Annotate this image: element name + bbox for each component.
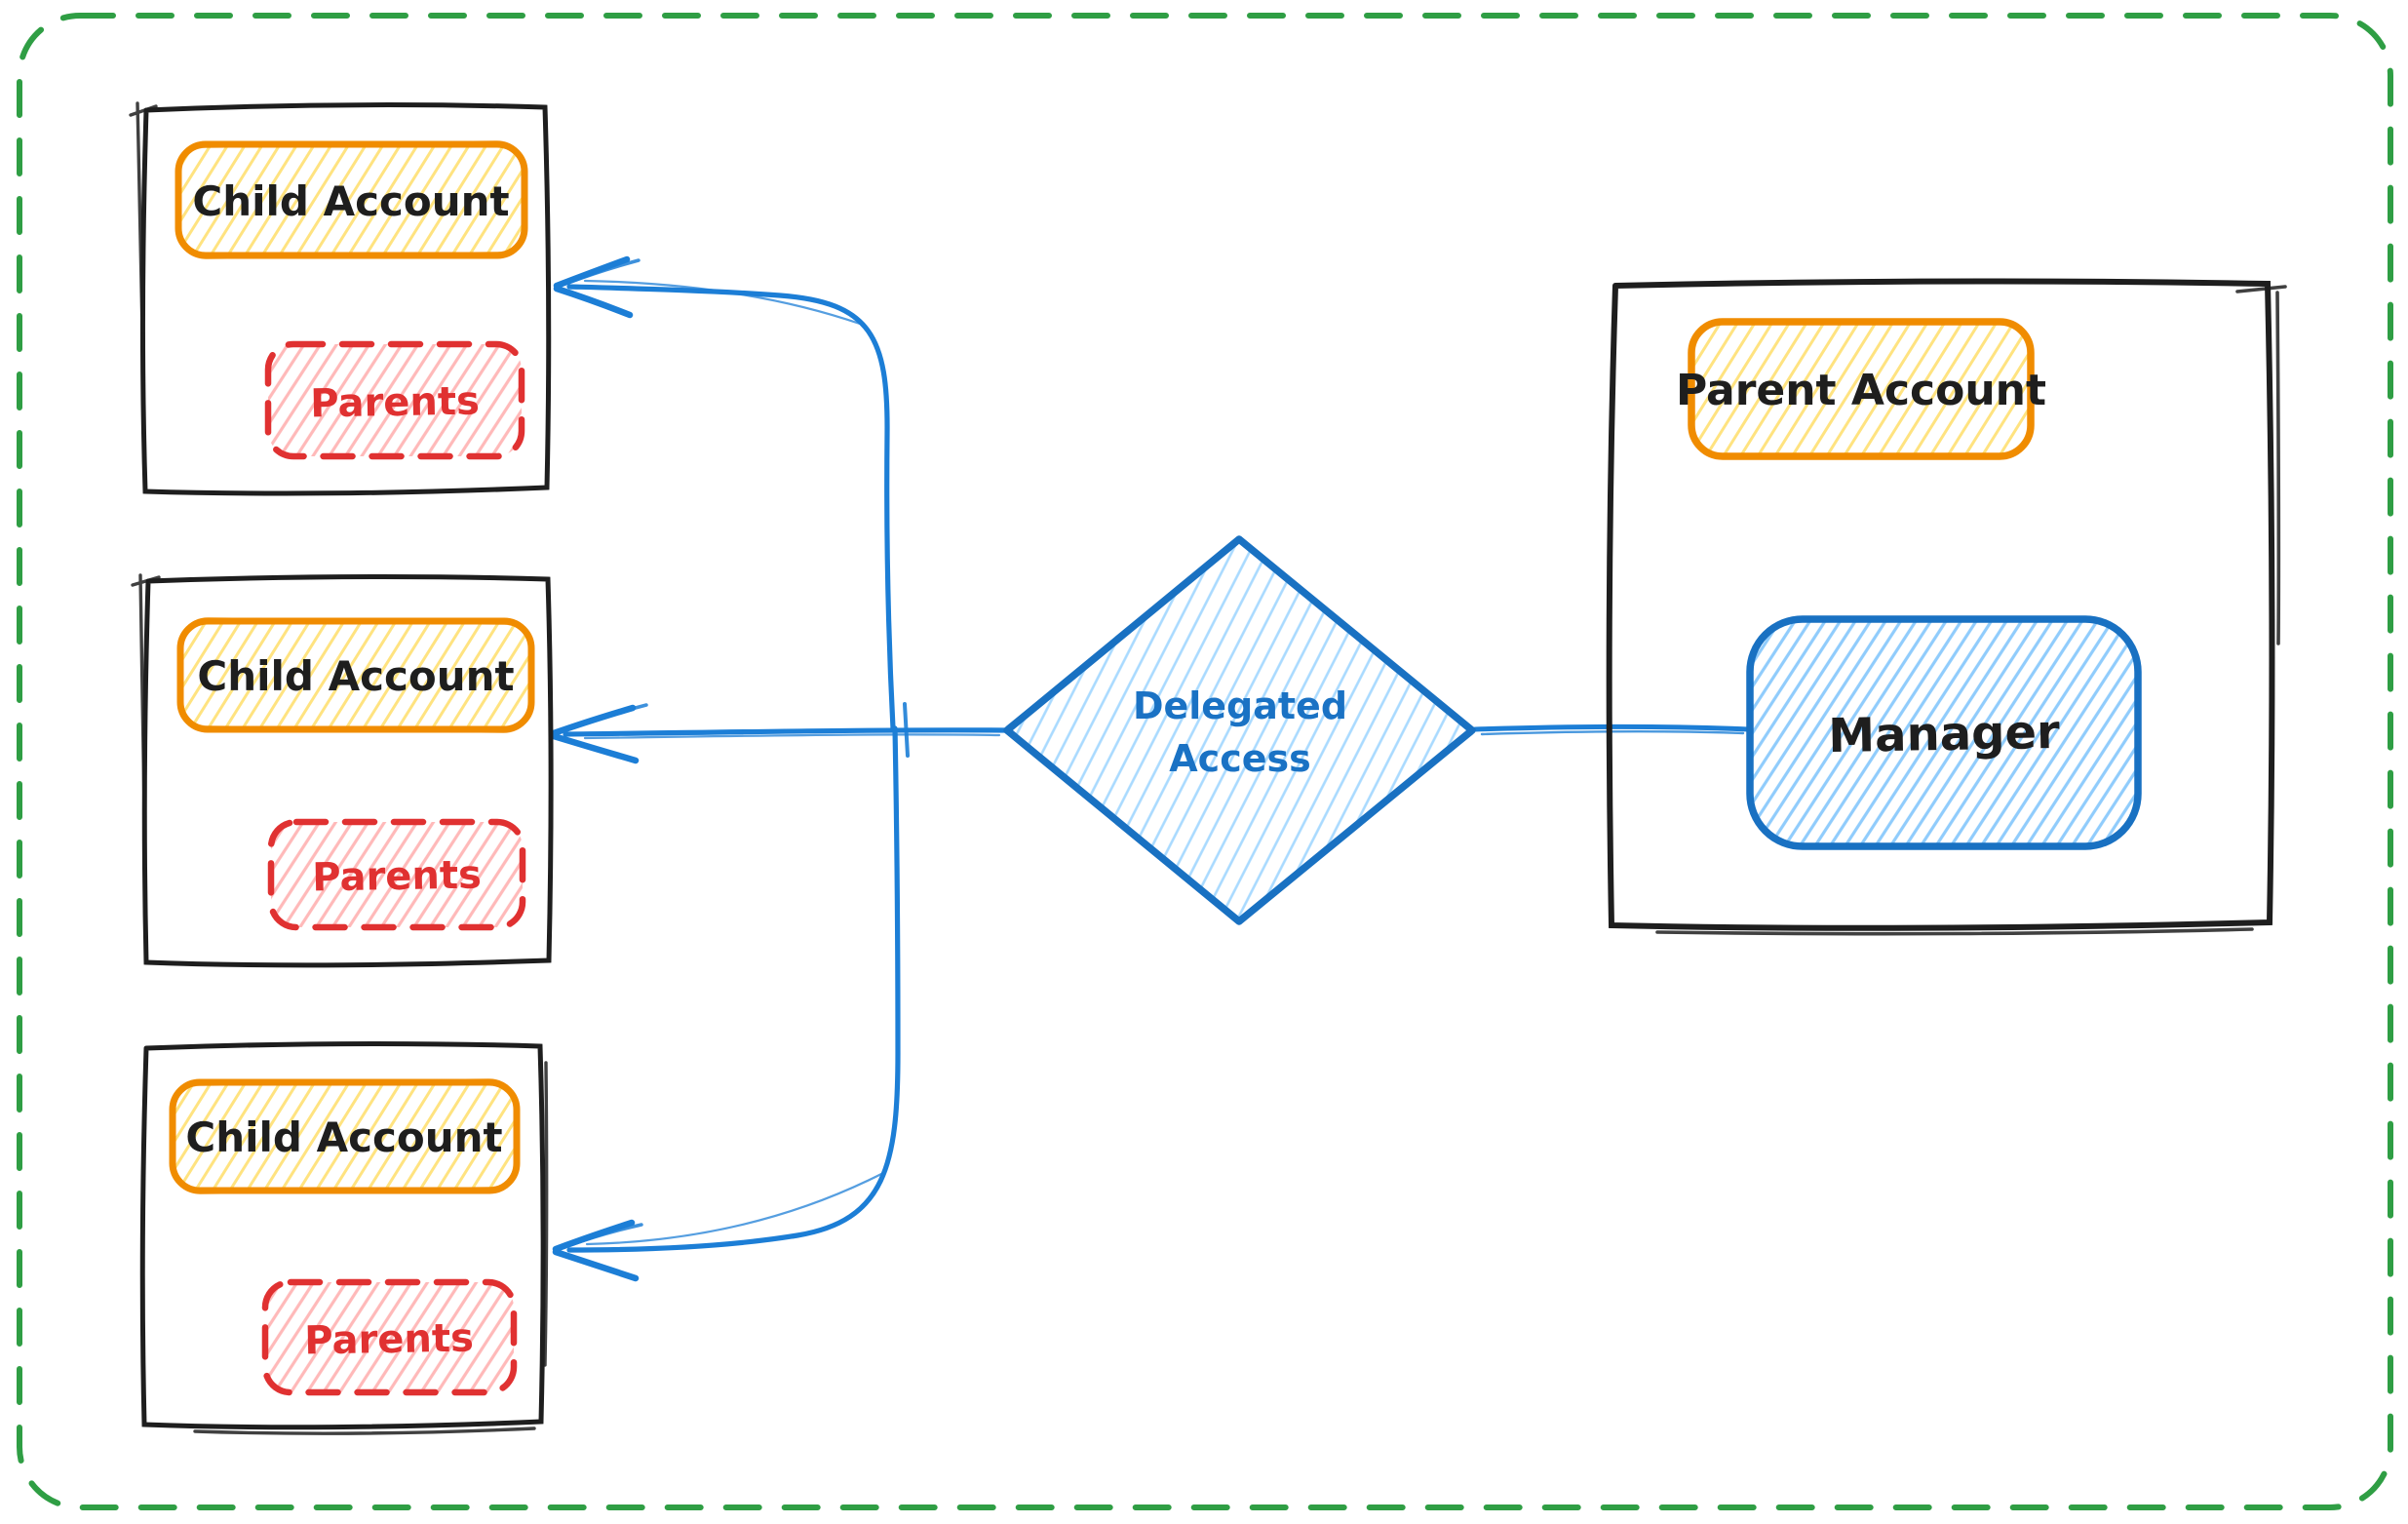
pill-shape-sketch bbox=[171, 1078, 519, 1194]
child-account-pill-2: Child Account bbox=[176, 617, 535, 733]
box-outline-sketch bbox=[193, 1061, 549, 1435]
arrow-delegated-to-child-3 bbox=[552, 725, 901, 1282]
parents-pill-1: Parents bbox=[264, 340, 525, 460]
parents-label: Parents bbox=[304, 1315, 474, 1363]
box-outline bbox=[139, 102, 552, 496]
arrow-line-sketch bbox=[585, 1170, 887, 1246]
parent-account-label: Parent Account bbox=[1676, 366, 2046, 415]
child-account-box-3: Child Account Parents bbox=[139, 1041, 549, 1435]
box-outline bbox=[141, 574, 554, 968]
pill-shape-sketch bbox=[176, 140, 526, 259]
manager-node: Manager bbox=[1746, 615, 2142, 850]
box-outline-sketch bbox=[131, 573, 161, 811]
box-outline bbox=[139, 1041, 546, 1430]
pill-shape bbox=[264, 340, 525, 460]
arrow-line-sketch bbox=[583, 279, 862, 326]
child-account-label: Child Account bbox=[192, 177, 509, 225]
delegated-access-diamond: Delegated Access bbox=[1003, 535, 1476, 925]
manager-shape-sketch bbox=[1747, 615, 2141, 850]
connector-line bbox=[1472, 723, 1751, 732]
parents-pill-2: Parents bbox=[267, 818, 526, 931]
arrowhead-sketch bbox=[566, 258, 641, 285]
pill-shape bbox=[261, 1278, 518, 1396]
arrow-delegated-to-child-2 bbox=[550, 703, 1010, 764]
child-account-pill-1: Child Account bbox=[175, 140, 528, 259]
arrowhead-icon bbox=[552, 1248, 640, 1282]
arrowhead-sketch bbox=[563, 703, 648, 731]
parent-account-pill: Parent Account bbox=[1676, 318, 2046, 460]
arrow-line bbox=[566, 725, 901, 1253]
child-account-box-1: Child Account Parents bbox=[129, 101, 552, 496]
box-outline-sketch bbox=[129, 101, 158, 333]
diamond-shape bbox=[1003, 535, 1476, 925]
arrow-line bbox=[563, 727, 1010, 737]
junction-tick bbox=[903, 702, 910, 758]
pill-shape-sketch bbox=[178, 617, 533, 733]
child-account-box-2: Child Account Parents bbox=[131, 573, 554, 968]
parent-account-box: Parent Account Manager bbox=[1606, 278, 2287, 936]
box-outline-sketch bbox=[1655, 285, 2287, 936]
arrowhead-icon bbox=[553, 285, 634, 319]
decision-label-line1: Delegated bbox=[1133, 684, 1347, 727]
parents-label: Parents bbox=[310, 378, 480, 426]
child-account-pill-3: Child Account bbox=[169, 1078, 521, 1194]
decision-label-line2: Access bbox=[1169, 737, 1310, 780]
arrow-line-sketch bbox=[583, 733, 1001, 740]
connectors bbox=[550, 255, 1751, 1282]
arrowhead-icon bbox=[553, 255, 631, 290]
parents-label: Parents bbox=[312, 852, 482, 900]
child-account-label: Child Account bbox=[185, 1114, 502, 1161]
connector-line-sketch bbox=[1480, 729, 1745, 736]
connector-manager-to-delegated bbox=[1472, 723, 1751, 736]
child-account-label: Child Account bbox=[197, 652, 514, 700]
box-outline bbox=[1606, 278, 2275, 931]
arrow-delegated-to-child-1 bbox=[553, 255, 896, 731]
arrowhead-icon bbox=[550, 732, 640, 764]
arrowhead-icon bbox=[552, 1219, 636, 1253]
parents-pill-3: Parents bbox=[261, 1278, 518, 1396]
pill-shape bbox=[267, 818, 526, 931]
arrow-line bbox=[566, 284, 896, 731]
manager-label: Manager bbox=[1828, 705, 2061, 763]
arrowhead-sketch bbox=[565, 1223, 643, 1248]
pill-shape-sketch bbox=[1689, 318, 2034, 460]
canvas-border bbox=[17, 13, 2393, 1510]
diamond-shape-sketch bbox=[1005, 537, 1474, 923]
